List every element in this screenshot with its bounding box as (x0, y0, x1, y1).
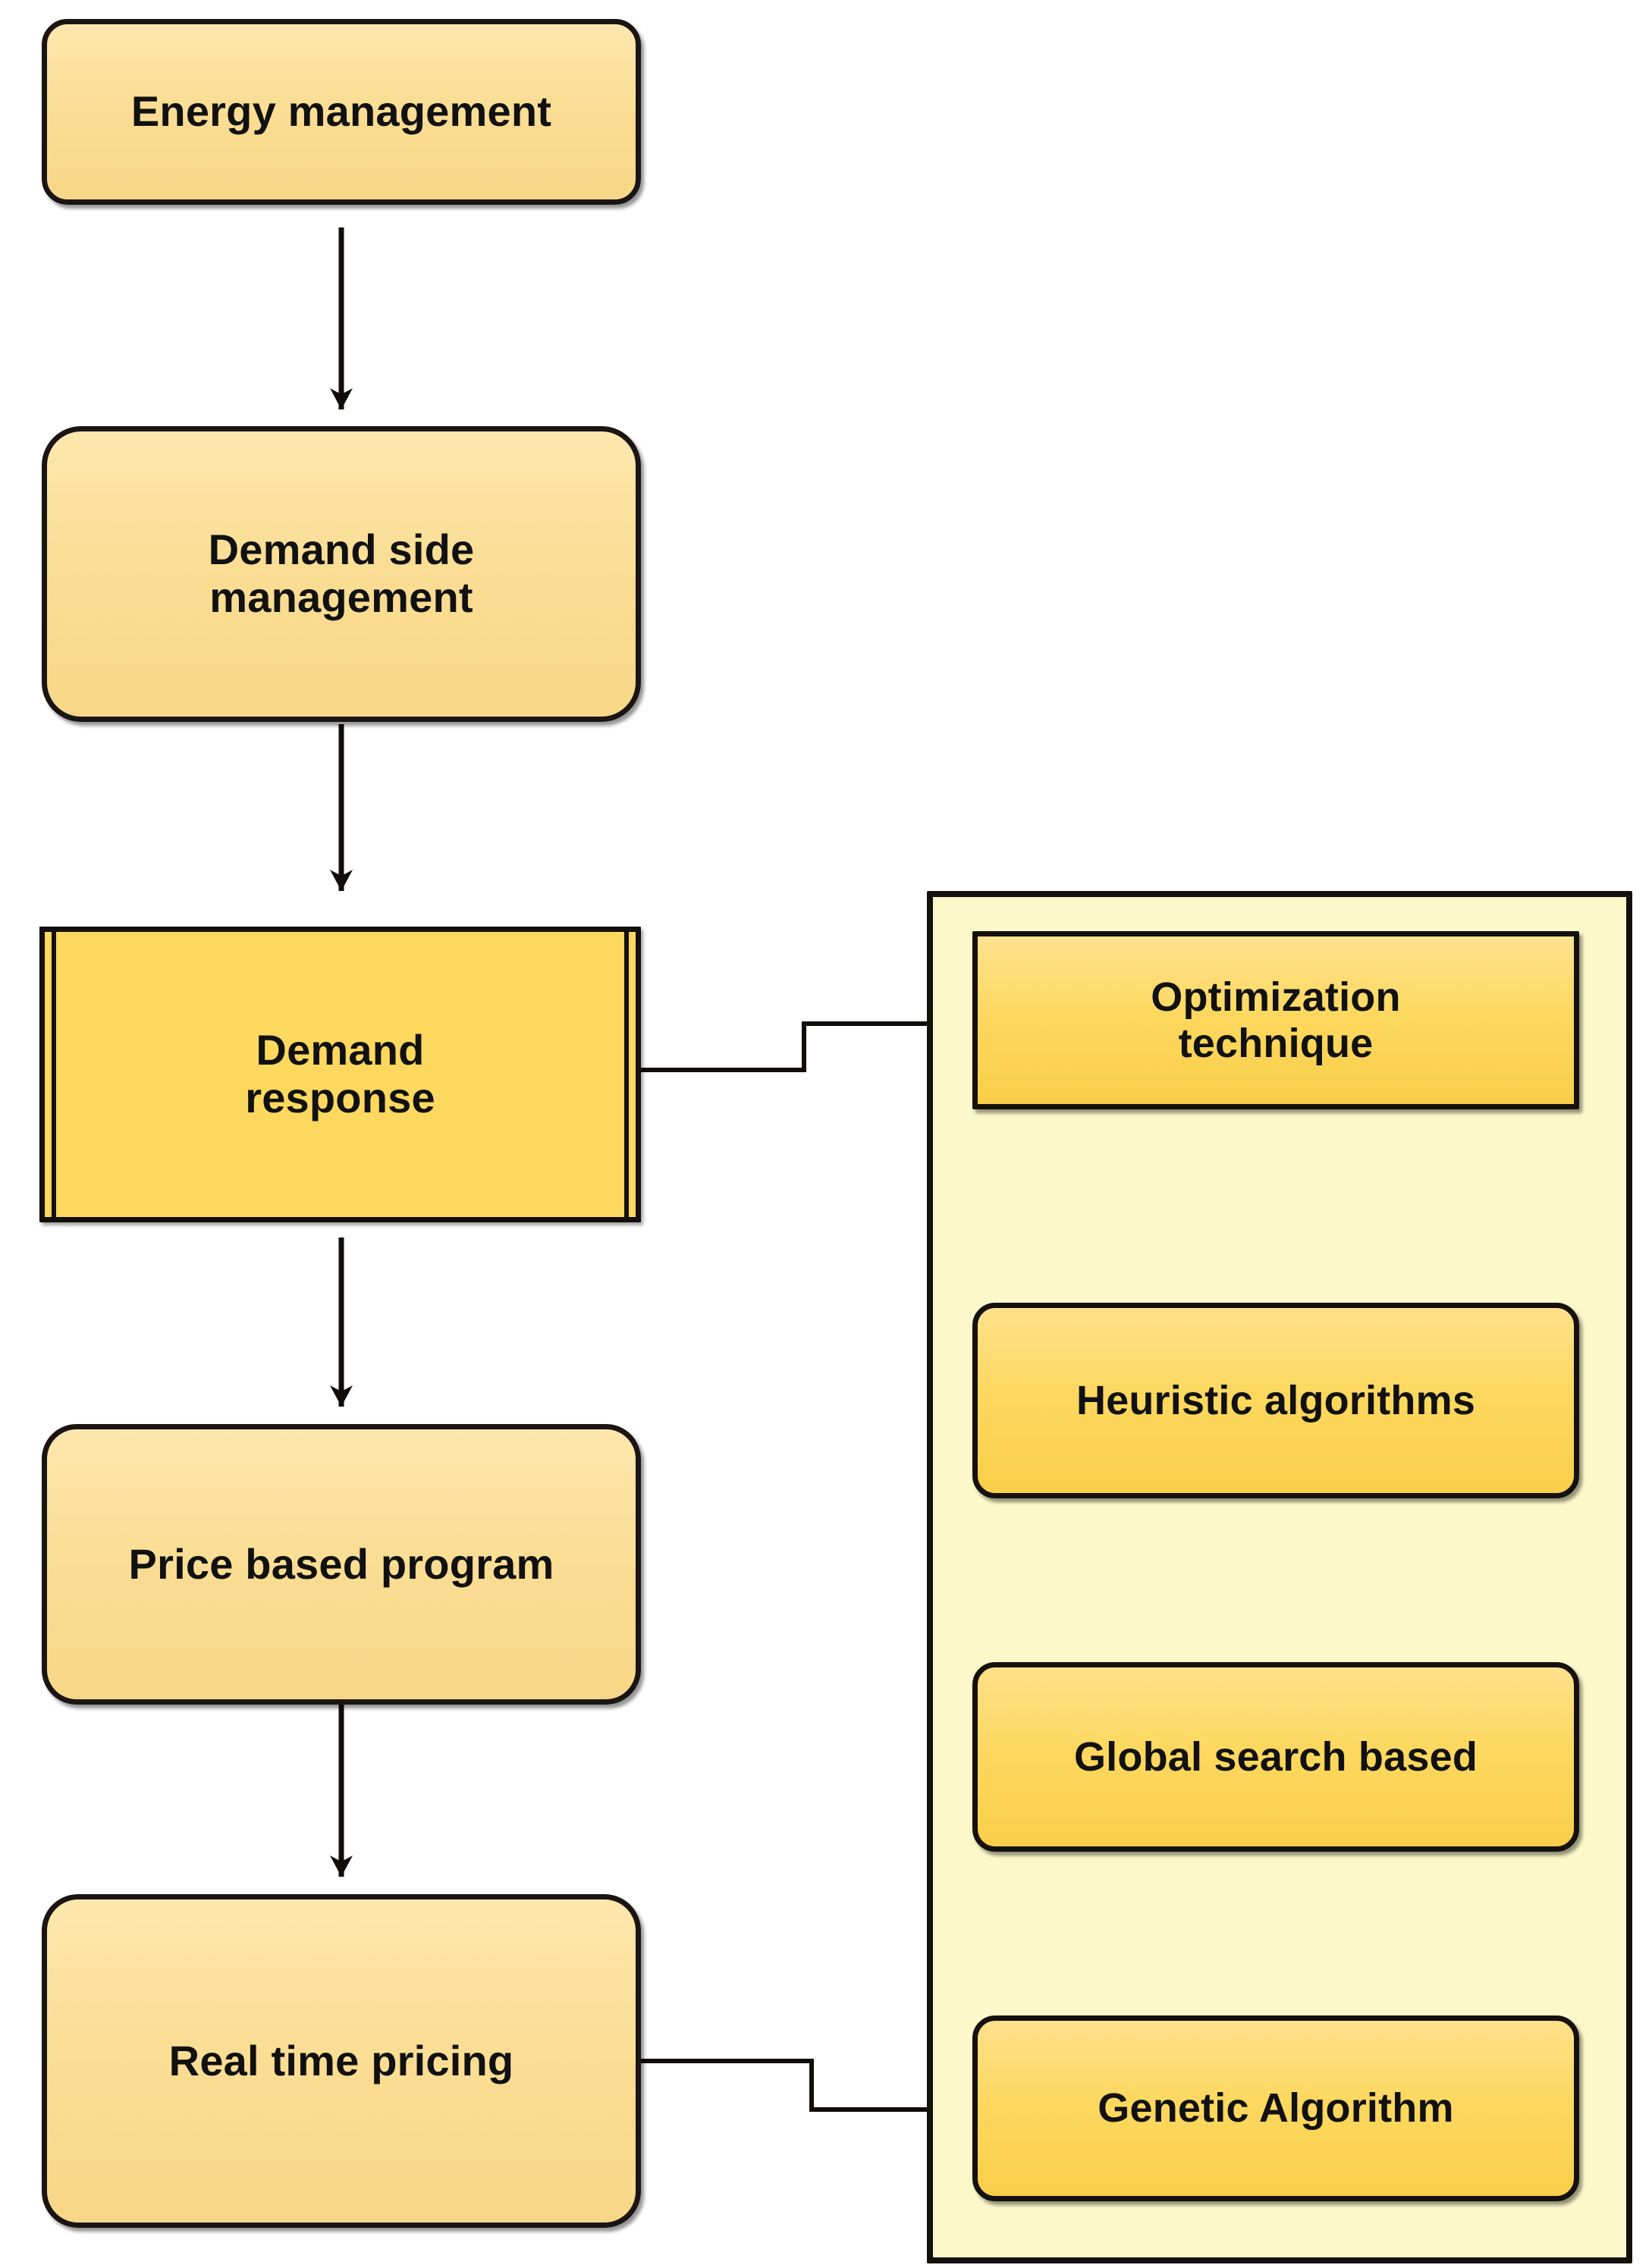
node-heuristic-algorithms-label: Heuristic algorithms (1076, 1377, 1476, 1423)
subroutine-left-bar (52, 932, 56, 1217)
node-demand-side-management[interactable]: Demand side management (42, 426, 641, 722)
node-real-time-pricing[interactable]: Real time pricing (42, 1894, 641, 2228)
node-global-search-based-label: Global search based (1073, 1733, 1478, 1780)
node-demand-response[interactable]: Demand response (39, 927, 641, 1222)
node-genetic-algorithm-label: Genetic Algorithm (1098, 2085, 1454, 2132)
node-genetic-algorithm[interactable]: Genetic Algorithm (972, 2015, 1579, 2201)
node-price-based-program[interactable]: Price based program (42, 1424, 641, 1705)
node-optimization-technique-label-line1: Optimization (1151, 974, 1401, 1021)
node-demand-side-management-label-line2: management (209, 573, 473, 621)
node-optimization-technique-label-line2: technique (1178, 1020, 1374, 1066)
edge-dr-to-group (641, 1021, 927, 1072)
subroutine-right-bar (624, 932, 629, 1217)
node-energy-management-label: Energy management (130, 87, 552, 136)
node-price-based-program-label: Price based program (128, 1539, 554, 1588)
node-heuristic-algorithms[interactable]: Heuristic algorithms (972, 1303, 1579, 1498)
edge-rtp-to-group (641, 2059, 927, 2112)
node-energy-management[interactable]: Energy management (42, 19, 641, 205)
node-demand-response-label-line2: response (245, 1074, 435, 1121)
node-global-search-based[interactable]: Global search based (972, 1662, 1579, 1852)
node-demand-side-management-label-line1: Demand side (208, 525, 475, 574)
node-demand-response-label-line1: Demand (256, 1026, 425, 1074)
node-real-time-pricing-label: Real time pricing (168, 2036, 514, 2084)
node-optimization-technique[interactable]: Optimization technique (972, 931, 1579, 1109)
